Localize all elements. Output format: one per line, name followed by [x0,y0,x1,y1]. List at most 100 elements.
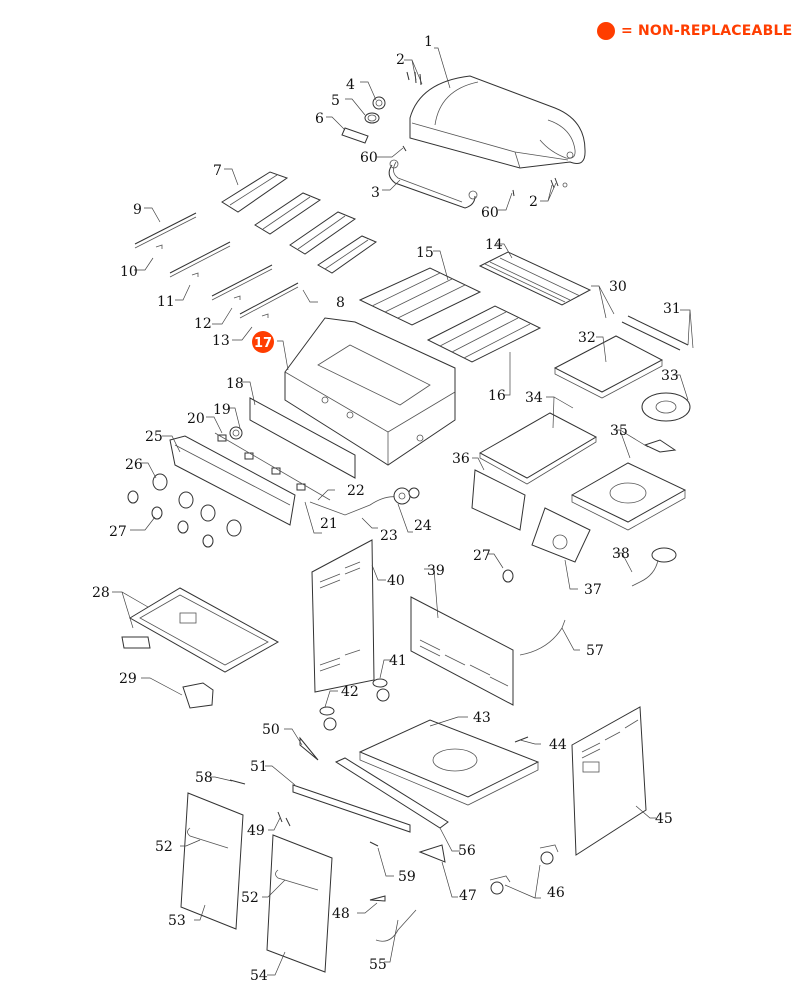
callout-58: 58 [195,770,213,786]
callout-56: 56 [458,843,476,859]
part-thermometer-bezel [364,112,380,124]
callout-11: 11 [157,294,175,310]
callout-47: 47 [459,888,477,904]
part-heat-plates [221,171,378,274]
callout-18: 18 [226,376,244,392]
callout-2: 2 [529,194,538,210]
part-screw-60b [512,189,515,197]
callout-50: 50 [262,722,280,738]
callout-3: 3 [371,185,380,201]
callout-38: 38 [612,546,630,562]
callout-45: 45 [655,811,673,827]
part-grease-tray [121,587,280,673]
callout-46: 46 [547,885,565,901]
callout-12: 12 [194,316,212,332]
part-wire [375,909,417,942]
part-grease-cup [182,682,214,709]
callout-2: 2 [396,52,405,68]
callout-55: 55 [369,957,387,973]
callout-14: 14 [485,237,503,253]
part-cooking-grate-left [358,267,482,326]
part-spring [514,736,529,743]
non-replaceable-marker-icon [252,331,274,353]
callout-17: 17 [254,336,272,351]
part-side-shelf-rods [621,315,689,351]
callout-9: 9 [133,202,142,218]
part-valves [214,432,331,501]
callout-60: 60 [481,205,499,221]
callout-4: 4 [346,77,355,93]
part-casters [489,844,559,895]
part-screw-60a [402,145,407,152]
callout-33: 33 [661,368,679,384]
callout-51: 51 [250,759,268,775]
callout-31: 31 [663,301,681,317]
callout-43: 43 [473,710,491,726]
callout-42: 42 [341,684,359,700]
callout-36: 36 [452,451,470,467]
part-burners [134,212,299,319]
callout-54: 54 [250,968,268,984]
part-side-burner-grate [641,392,691,422]
part-gas-manifold [309,487,420,516]
callout-53: 53 [168,913,186,929]
callout-60: 60 [360,150,378,166]
part-warming-rack [478,251,592,306]
part-heat-shield [249,397,356,479]
callout-35: 35 [610,423,628,439]
part-rear-bracket [299,736,319,761]
part-side-burner [631,547,677,587]
callout-59: 59 [398,869,416,885]
part-control-knobs [127,473,242,548]
part-side-burner-housing [570,439,687,531]
part-cooking-grate-right [426,305,542,363]
callout-7: 7 [213,163,222,179]
part-handle [388,159,478,209]
part-control-panel [169,435,296,526]
callout-49: 49 [247,823,265,839]
callout-6: 6 [315,111,324,127]
part-door-rail [334,757,449,829]
callout-17-non-replaceable: 17 [252,331,274,353]
callout-52: 52 [241,890,259,906]
callout-27: 27 [473,548,491,564]
part-cabinet-back-panel [410,596,514,706]
part-side-knob [502,569,514,583]
callout-10: 10 [120,264,138,280]
non-replaceable-dot-icon [597,22,615,40]
callout-52: 52 [155,839,173,855]
part-electrodes [155,244,269,318]
part-logo-plate [341,127,369,144]
part-cabinet-bottom [358,719,540,806]
callout-25: 25 [145,429,163,445]
callout-24: 24 [414,518,432,534]
part-igniter-module [229,426,243,440]
callout-28: 28 [92,585,110,601]
part-lid-screws-top [406,71,422,86]
callout-34: 34 [525,390,543,406]
part-ignition-wire [519,619,566,656]
callout-48: 48 [332,906,350,922]
callout-15: 15 [416,245,434,261]
part-side-burner-lid [478,412,598,485]
callout-20: 20 [187,411,205,427]
part-hinge-pins [277,811,291,827]
part-door-magnet [369,895,386,902]
callout-27: 27 [109,524,127,540]
callout-32: 32 [578,330,596,346]
callout-57: 57 [586,643,604,659]
part-lid [409,75,586,169]
part-bracket [418,844,446,863]
legend-text: = NON-REPLACEABLE [621,23,793,39]
callout-16: 16 [488,388,506,404]
part-thermometer [372,96,386,110]
callout-21: 21 [320,516,338,532]
part-side-panel [471,469,526,531]
callout-23: 23 [380,528,398,544]
callout-13: 13 [212,333,230,349]
part-door-left [180,792,244,930]
callout-41: 41 [389,653,407,669]
callout-29: 29 [119,671,137,687]
